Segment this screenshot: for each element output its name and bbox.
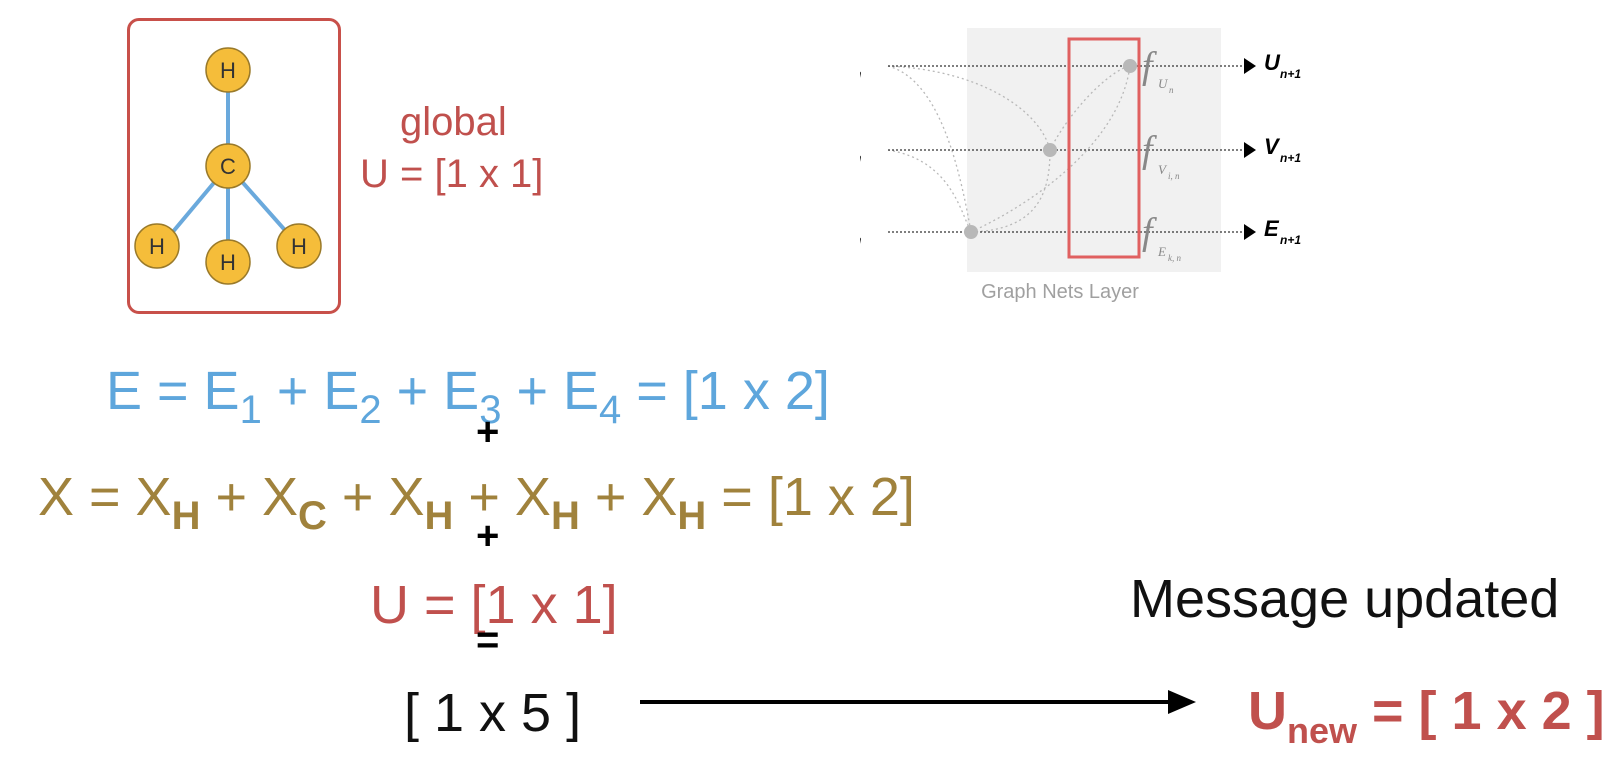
global-dimension: U = [1 x 1]	[360, 152, 544, 196]
atom-label: C	[220, 154, 236, 179]
output-v: V	[1264, 134, 1281, 159]
graph-nets-caption: Graph Nets Layer	[981, 281, 1139, 303]
f-u-sub: U	[1158, 76, 1169, 91]
edge-sum-equation: E = E1 + E2 + E3 + E4 = [1 x 2]	[106, 361, 830, 432]
output-u-sub: n+1	[1280, 67, 1301, 81]
output-v-sub: n+1	[1280, 151, 1301, 165]
atom-h-mid	[205, 239, 251, 285]
input-v-sub: n	[860, 151, 861, 165]
update-arrow	[640, 690, 1196, 714]
edge-curve	[1049, 65, 1131, 151]
atom-h-left	[134, 223, 180, 269]
edge-curve	[970, 65, 1131, 233]
arrowhead-u	[1244, 58, 1256, 74]
concatenated-result: [ 1 x 5 ]	[404, 683, 582, 743]
f-e-sub: E	[1157, 244, 1166, 259]
edge-curve	[887, 65, 1051, 151]
updated-global: Unew = [ 1 x 2 ]	[1248, 681, 1605, 751]
f-v-sub: V	[1158, 162, 1168, 177]
plus-operator: +	[476, 410, 500, 454]
node-v	[1043, 143, 1057, 157]
message-updated-label: Message updated	[1130, 569, 1560, 629]
plus-operator: +	[476, 514, 500, 558]
atom-label: H	[291, 234, 307, 259]
equals-operator: =	[476, 618, 500, 662]
f-v-sub2: i, n	[1168, 171, 1180, 181]
output-e: E	[1264, 216, 1280, 241]
output-e-sub: n+1	[1280, 233, 1301, 247]
f-u-sub2: n	[1169, 85, 1174, 95]
input-e-sub: n	[860, 233, 861, 247]
arrowhead-e	[1244, 224, 1256, 240]
node-u	[1123, 59, 1137, 73]
atom-label: H	[220, 58, 236, 83]
methane-graph: H C H H H	[134, 47, 322, 285]
global-equation: U = [1 x 1]	[370, 575, 618, 635]
edge-curve	[887, 149, 972, 233]
node-sum-equation: X = XH + XC + XH + XH + XH = [1 x 2]	[38, 467, 915, 538]
molecule-frame	[127, 18, 341, 314]
f-e-sub2: k, n	[1168, 253, 1181, 263]
global-label: global	[400, 100, 507, 144]
graph-nets-layer-diagram: f U n f V i, n f E k, n U n V n E n U n+…	[860, 28, 1301, 303]
edge-curve	[887, 65, 972, 233]
highlight-box	[1067, 37, 1141, 259]
node-e	[964, 225, 978, 239]
atom-h-right	[276, 223, 322, 269]
edge-curve	[970, 149, 1051, 233]
output-u: U	[1264, 50, 1281, 75]
arrowhead-v	[1244, 142, 1256, 158]
atom-c	[205, 143, 251, 189]
atom-h-top	[205, 47, 251, 93]
input-u-sub: n	[860, 67, 861, 81]
atom-label: H	[220, 250, 236, 275]
atom-label: H	[149, 234, 165, 259]
arrow-head	[1168, 690, 1196, 714]
